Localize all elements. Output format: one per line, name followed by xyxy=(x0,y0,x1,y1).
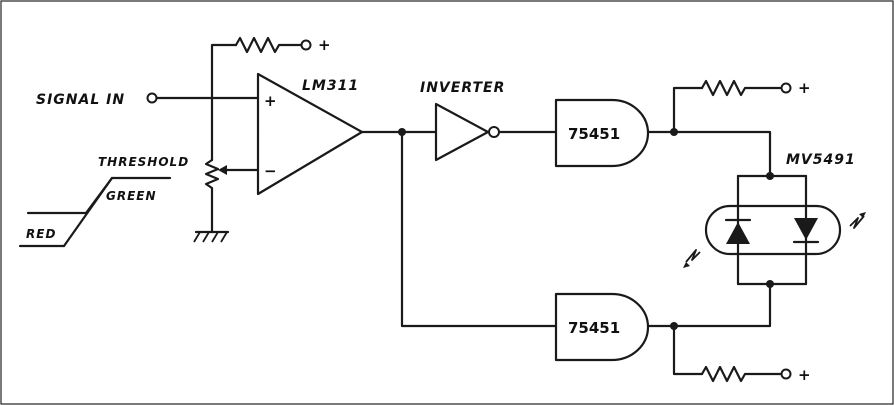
supply-plus-top-right: + xyxy=(798,79,811,97)
supply-plus-top-left: + xyxy=(318,36,331,54)
gate-top-output-wire xyxy=(646,130,772,176)
light-ray-right-arrow-icon xyxy=(859,212,866,218)
red-label: RED xyxy=(26,227,56,241)
led-diode-right-icon xyxy=(794,218,818,240)
pullup-top-right-wire xyxy=(672,86,704,134)
led-diode-left-icon xyxy=(726,222,750,244)
gate-bottom xyxy=(554,292,650,362)
threshold-potentiometer xyxy=(204,158,220,214)
inverter-triangle xyxy=(434,102,490,162)
pullup-left-wire xyxy=(210,43,238,162)
supply-terminal-top-left xyxy=(300,39,312,51)
comparator-triangle xyxy=(256,72,364,196)
led-package xyxy=(704,204,842,256)
green-label: GREEN xyxy=(106,189,157,203)
gate-top xyxy=(554,98,650,168)
signal-in-terminal xyxy=(146,92,158,104)
gate-bottom-label: 75451 xyxy=(568,319,620,337)
led-rails xyxy=(736,174,808,286)
comparator-minus-input: − xyxy=(264,162,277,180)
supply-terminal-top-right xyxy=(780,82,792,94)
light-ray-left-arrow-icon xyxy=(683,262,690,268)
resistor-top-right xyxy=(700,79,782,97)
gate-top-label: 75451 xyxy=(568,125,620,143)
pullup-bottom-right-wire xyxy=(672,324,704,376)
led-label: MV5491 xyxy=(786,152,856,168)
resistor-bottom-right xyxy=(700,365,782,383)
ground-hatch-icon xyxy=(193,231,228,243)
wiper-arrow-icon xyxy=(218,165,227,175)
resistor-top-left xyxy=(234,36,304,54)
inverter-bubble-icon xyxy=(488,126,500,138)
light-ray-right-icon xyxy=(849,215,865,229)
light-ray-left-icon xyxy=(685,249,701,263)
gate-bottom-output-wire xyxy=(646,282,772,328)
supply-terminal-bottom-right xyxy=(780,368,792,380)
threshold-label: THRESHOLD xyxy=(98,155,189,169)
branch-to-bottom-gate xyxy=(400,130,558,328)
comparator-plus-input: + xyxy=(264,92,277,110)
inverter-label: INVERTER xyxy=(420,80,505,96)
supply-plus-bottom-right: + xyxy=(798,366,811,384)
inset-transition-link xyxy=(84,176,114,215)
signal-in-label: SIGNAL IN xyxy=(36,92,125,108)
led-verticals xyxy=(736,174,808,286)
comparator-label: LM311 xyxy=(302,78,359,94)
